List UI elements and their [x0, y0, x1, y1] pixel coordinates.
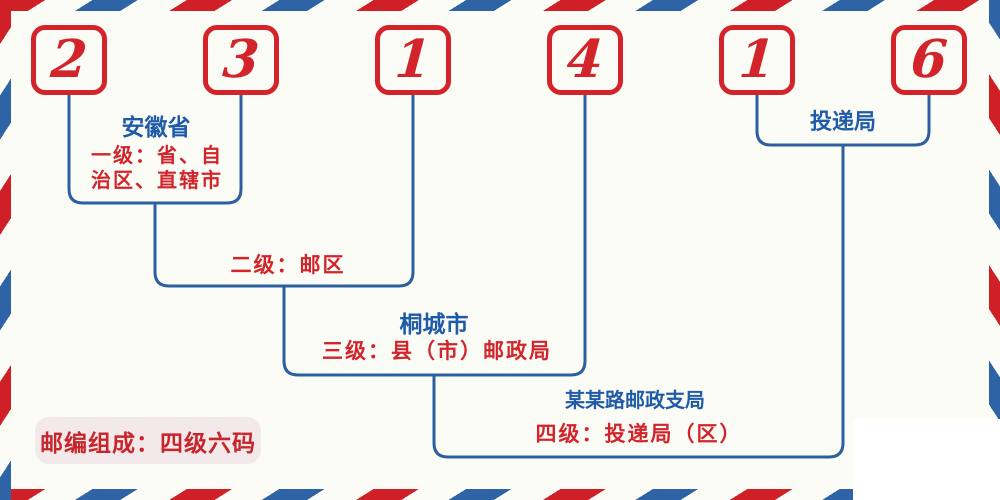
- label-city-name: 桐城市: [399, 311, 469, 337]
- postal-code-composition-badge: 邮编组成：四级六码: [35, 417, 261, 464]
- bracket-delivery: [755, 95, 931, 147]
- label-level1-desc-line2: 治区、直辖市: [91, 170, 223, 192]
- label-delivery-office: 投递局: [809, 109, 877, 134]
- label-level2-desc: 二级：邮区: [230, 254, 346, 277]
- airmail-border-bottom: [0, 489, 1000, 500]
- postal-digit-box-6: 6: [891, 25, 967, 95]
- airmail-border-left: [0, 0, 11, 500]
- postal-digit-box-1: 2: [31, 25, 107, 95]
- label-level1-desc: 一级：省、自 治区、直辖市: [91, 144, 223, 194]
- airmail-border-right: [989, 0, 1000, 500]
- corner-white-patch: [853, 419, 1000, 500]
- postal-digit-box-5: 1: [719, 25, 795, 95]
- label-branch-office-name: 某某路邮政支局: [565, 390, 705, 412]
- bracket-level4: [432, 145, 845, 459]
- label-province-name: 安徽省: [121, 114, 191, 140]
- label-level1-desc-line1: 一级：省、自: [91, 145, 223, 167]
- label-level3-desc: 三级：县（市）邮政局: [322, 340, 552, 363]
- badge-text: 邮编组成：四级六码: [40, 429, 256, 456]
- label-level4-desc: 四级：投递局（区）: [535, 423, 743, 446]
- postal-digit-box-2: 3: [203, 25, 279, 95]
- postal-digit-box-4: 4: [547, 25, 623, 95]
- postal-digit-box-3: 1: [375, 25, 451, 95]
- airmail-border-top: [0, 0, 1000, 11]
